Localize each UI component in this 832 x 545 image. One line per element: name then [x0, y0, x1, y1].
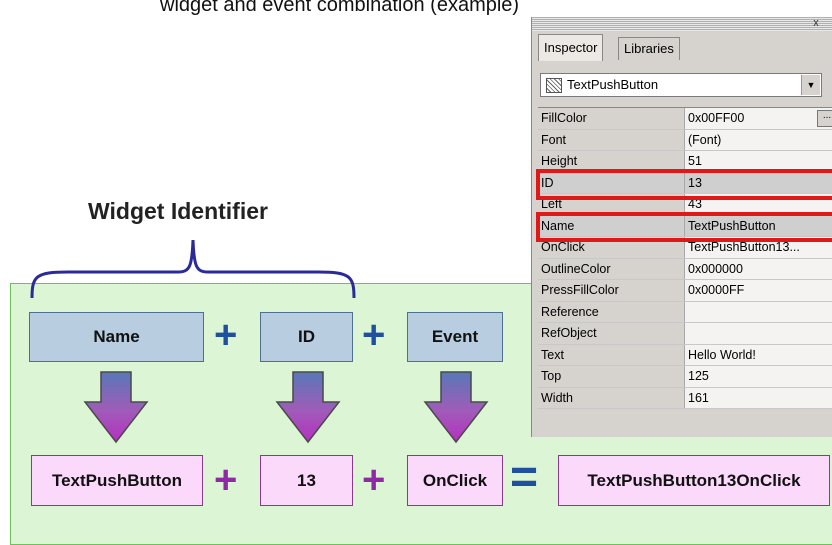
close-icon[interactable]: x — [813, 17, 819, 29]
property-value[interactable]: 161 — [685, 387, 832, 408]
name-box: Name — [29, 312, 204, 362]
chevron-down-icon[interactable]: ▼ — [801, 75, 820, 95]
plus-operator: + — [214, 313, 238, 357]
property-row[interactable]: Font(Font) — [538, 129, 832, 151]
down-arrow — [275, 371, 341, 444]
property-value[interactable]: 0x000000 — [685, 258, 832, 279]
ellipsis-button[interactable]: ... — [817, 110, 832, 127]
id-box: ID — [260, 312, 353, 362]
event-value-box: OnClick — [407, 455, 503, 506]
property-key: RefObject — [538, 323, 685, 344]
property-key: ID — [538, 172, 685, 193]
caption-text-cropped: widget and event combination (example) — [160, 0, 520, 16]
property-key: Name — [538, 215, 685, 236]
property-key: OutlineColor — [538, 258, 685, 279]
property-value[interactable]: 51 — [685, 151, 832, 172]
property-key: Text — [538, 344, 685, 365]
property-value[interactable]: 0x0000FF — [685, 280, 832, 301]
object-selector[interactable]: TextPushButton ▼ — [540, 73, 822, 97]
equals-operator: = — [510, 451, 539, 504]
property-key: OnClick — [538, 237, 685, 258]
result-box: TextPushButton13OnClick — [558, 455, 830, 506]
property-key: Top — [538, 366, 685, 387]
arrows-layer — [83, 371, 489, 444]
property-value[interactable] — [685, 323, 832, 344]
selected-object-label: TextPushButton — [567, 77, 659, 92]
name-value-box: TextPushButton — [31, 455, 203, 506]
property-value[interactable]: TextPushButton13... — [685, 237, 832, 258]
tab-inspector[interactable]: Inspector — [538, 34, 604, 61]
property-value[interactable]: 125 — [685, 366, 832, 387]
property-key: Reference — [538, 301, 685, 322]
inspector-title-grip[interactable] — [532, 17, 832, 31]
property-key: PressFillColor — [538, 280, 685, 301]
property-row[interactable]: RefObject — [538, 323, 832, 345]
property-key: FillColor — [538, 108, 685, 129]
tab-libraries[interactable]: Libraries — [618, 37, 680, 60]
property-value[interactable]: 13 — [685, 172, 832, 193]
highlight-name-row — [536, 212, 832, 242]
down-arrow — [83, 371, 149, 444]
property-value[interactable]: Hello World! — [685, 344, 832, 365]
property-key: Height — [538, 151, 685, 172]
property-value[interactable]: 0x00FF00 — [685, 108, 832, 129]
property-key: Font — [538, 129, 685, 150]
plus-operator: + — [362, 458, 386, 502]
property-value[interactable]: (Font) — [685, 129, 832, 150]
property-key: Width — [538, 387, 685, 408]
plus-operator: + — [214, 458, 238, 502]
down-arrow — [423, 371, 489, 444]
property-value[interactable]: TextPushButton — [685, 215, 832, 236]
event-box: Event — [407, 312, 503, 362]
widget-identifier-heading: Widget Identifier — [88, 198, 268, 224]
id-value-box: 13 — [260, 455, 353, 506]
inspector-window: x Inspector Libraries TextPushButton ▼ F… — [531, 17, 832, 437]
curly-brace — [30, 239, 356, 299]
highlight-id-row — [536, 169, 832, 200]
property-row[interactable]: Reference — [538, 301, 832, 323]
plus-operator: + — [362, 313, 386, 357]
property-value[interactable] — [685, 301, 832, 322]
widget-icon — [546, 78, 562, 93]
